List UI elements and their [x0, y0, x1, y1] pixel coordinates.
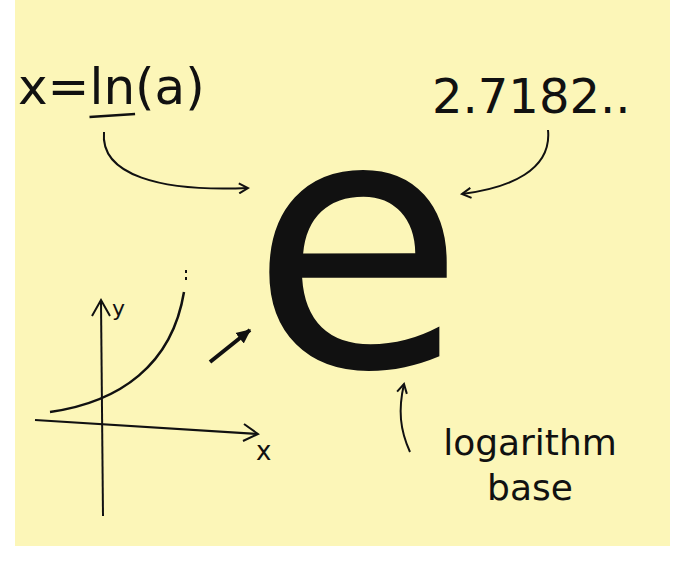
sticky-note: [15, 0, 670, 546]
pointer-arrow: [210, 330, 250, 362]
exp-curve: [50, 292, 184, 412]
axis-arrow: [243, 424, 258, 441]
axis-label: y: [112, 298, 125, 320]
constant-symbol: e: [250, 70, 465, 420]
y-axis: [101, 302, 103, 516]
exp-curve: [185, 270, 187, 284]
formula-label: x=ln(a): [18, 62, 205, 112]
underline-mark: [89, 114, 135, 117]
pointer-arrow: [462, 130, 548, 194]
note-label: logarithm base: [420, 420, 640, 510]
axis-arrow: [92, 300, 110, 316]
x-axis: [35, 420, 258, 434]
axis-label: x: [256, 438, 271, 464]
pointer-arrow: [104, 132, 248, 189]
